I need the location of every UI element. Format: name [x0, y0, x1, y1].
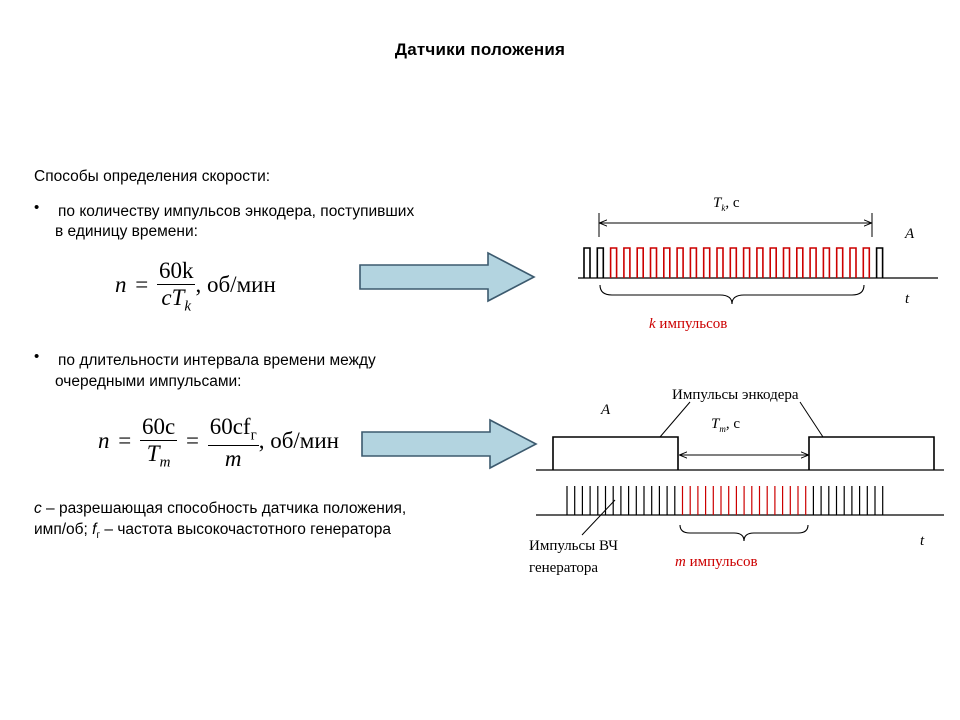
- time-label-2: t: [920, 533, 925, 549]
- pulse: [822, 247, 831, 278]
- encoder-pulse-2: [808, 436, 935, 470]
- pulse: [835, 247, 844, 278]
- pulse: [782, 247, 791, 278]
- footnote-line2: имп/об; fг – частота высокочастотного ге…: [34, 520, 391, 546]
- pulse: [716, 247, 724, 278]
- bullet-marker-1: •: [34, 199, 40, 216]
- interval-brace: [679, 524, 809, 542]
- bullet2-line1: по длительности интервала времени между: [58, 352, 376, 369]
- diagram-pulse-count: Tk, с A t k импульсов: [578, 195, 938, 332]
- hf-count-label: m импульсов: [675, 554, 758, 570]
- pulse-count-label: k импульсов: [649, 316, 727, 332]
- formula2-num2: 60cf: [209, 414, 251, 439]
- pulse: [875, 247, 884, 278]
- amplitude-label-2: A: [600, 402, 611, 418]
- footnote-text2a: имп/об;: [34, 521, 93, 538]
- hf-label-line1: Импульсы ВЧ: [529, 538, 618, 554]
- pulse: [689, 247, 698, 278]
- formula2-num2-sub: г: [250, 427, 257, 444]
- arrow-right-icon-2: [361, 418, 538, 470]
- pulse: [769, 247, 777, 278]
- encoder-pulse-1: [552, 436, 679, 470]
- interval-label: Tm, с: [711, 416, 740, 434]
- encoder-pulses-label: Импульсы энкодера: [672, 387, 799, 403]
- pulse: [702, 247, 711, 278]
- count-brace: [599, 284, 865, 305]
- pulse: [609, 247, 618, 278]
- formula1-denominator-sub: k: [184, 298, 192, 315]
- intro-text: Способы определения скорости:: [34, 168, 271, 185]
- bullet-marker-2: •: [34, 348, 40, 365]
- formula2-eq: =: [118, 428, 132, 454]
- pulse: [583, 247, 591, 278]
- pulse: [636, 247, 644, 278]
- pulse: [663, 247, 671, 278]
- pulse: [623, 247, 631, 278]
- formula1-eq: =: [135, 272, 149, 298]
- formula1-lhs: n: [115, 272, 127, 298]
- hf-leader: [581, 499, 616, 536]
- arrow-right-icon: [359, 251, 536, 303]
- formula2-den1-sub: m: [159, 454, 171, 471]
- bullet2-line2: очередными импульсами:: [55, 373, 242, 390]
- footnote-f: f: [92, 521, 97, 538]
- formula1-denominator: cT: [161, 285, 185, 310]
- encoder-leader-2: [799, 401, 824, 438]
- footnote-c: c: [34, 500, 42, 517]
- formula1-numerator: 60k: [158, 258, 194, 283]
- pulse-train: [583, 247, 884, 278]
- formula2-den1: T: [146, 441, 160, 466]
- page-title: Датчики положения: [394, 40, 566, 59]
- amplitude-label: A: [904, 226, 915, 242]
- hf-label-line2: генератора: [529, 560, 598, 576]
- time-label: t: [905, 291, 910, 307]
- pulse: [849, 247, 857, 278]
- formula2-unit: , об/мин: [258, 428, 339, 454]
- formula-interval: n = 60c Tm = 60cfг m , об/мин: [98, 414, 339, 472]
- pulse: [596, 247, 605, 278]
- formula2-den2: m: [207, 444, 259, 472]
- pulse: [796, 247, 804, 278]
- formula1-unit: , об/мин: [195, 272, 276, 298]
- period-label: Tk, с: [713, 195, 740, 213]
- bullet1-line1: по количеству импульсов энкодера, поступ…: [58, 203, 415, 220]
- footnote-f-sub: г: [96, 530, 101, 542]
- pulse: [729, 247, 738, 278]
- formula2-lhs: n: [98, 428, 110, 454]
- pulse: [756, 247, 764, 278]
- formula2-eq2: =: [185, 428, 199, 454]
- pulse: [676, 247, 684, 278]
- pulse: [862, 247, 871, 278]
- pulse: [809, 247, 817, 278]
- pulse: [649, 247, 658, 278]
- footnote-text2b: – частота высокочастотного генератора: [100, 521, 391, 538]
- footnote-line1: c – разрешающая способность датчика поло…: [34, 499, 406, 519]
- formula2-num1: 60c: [141, 414, 176, 439]
- formula-pulse-count: n = 60k cTk , об/мин: [115, 258, 276, 316]
- diagram-interval: Импульсы энкодера A Tm, с t Импульсы ВЧ …: [529, 387, 944, 576]
- pulse: [742, 247, 751, 278]
- encoder-leader-1: [659, 401, 691, 438]
- bullet1-line2: в единицу времени:: [55, 223, 198, 240]
- footnote-text1: – разрешающая способность датчика положе…: [41, 500, 407, 517]
